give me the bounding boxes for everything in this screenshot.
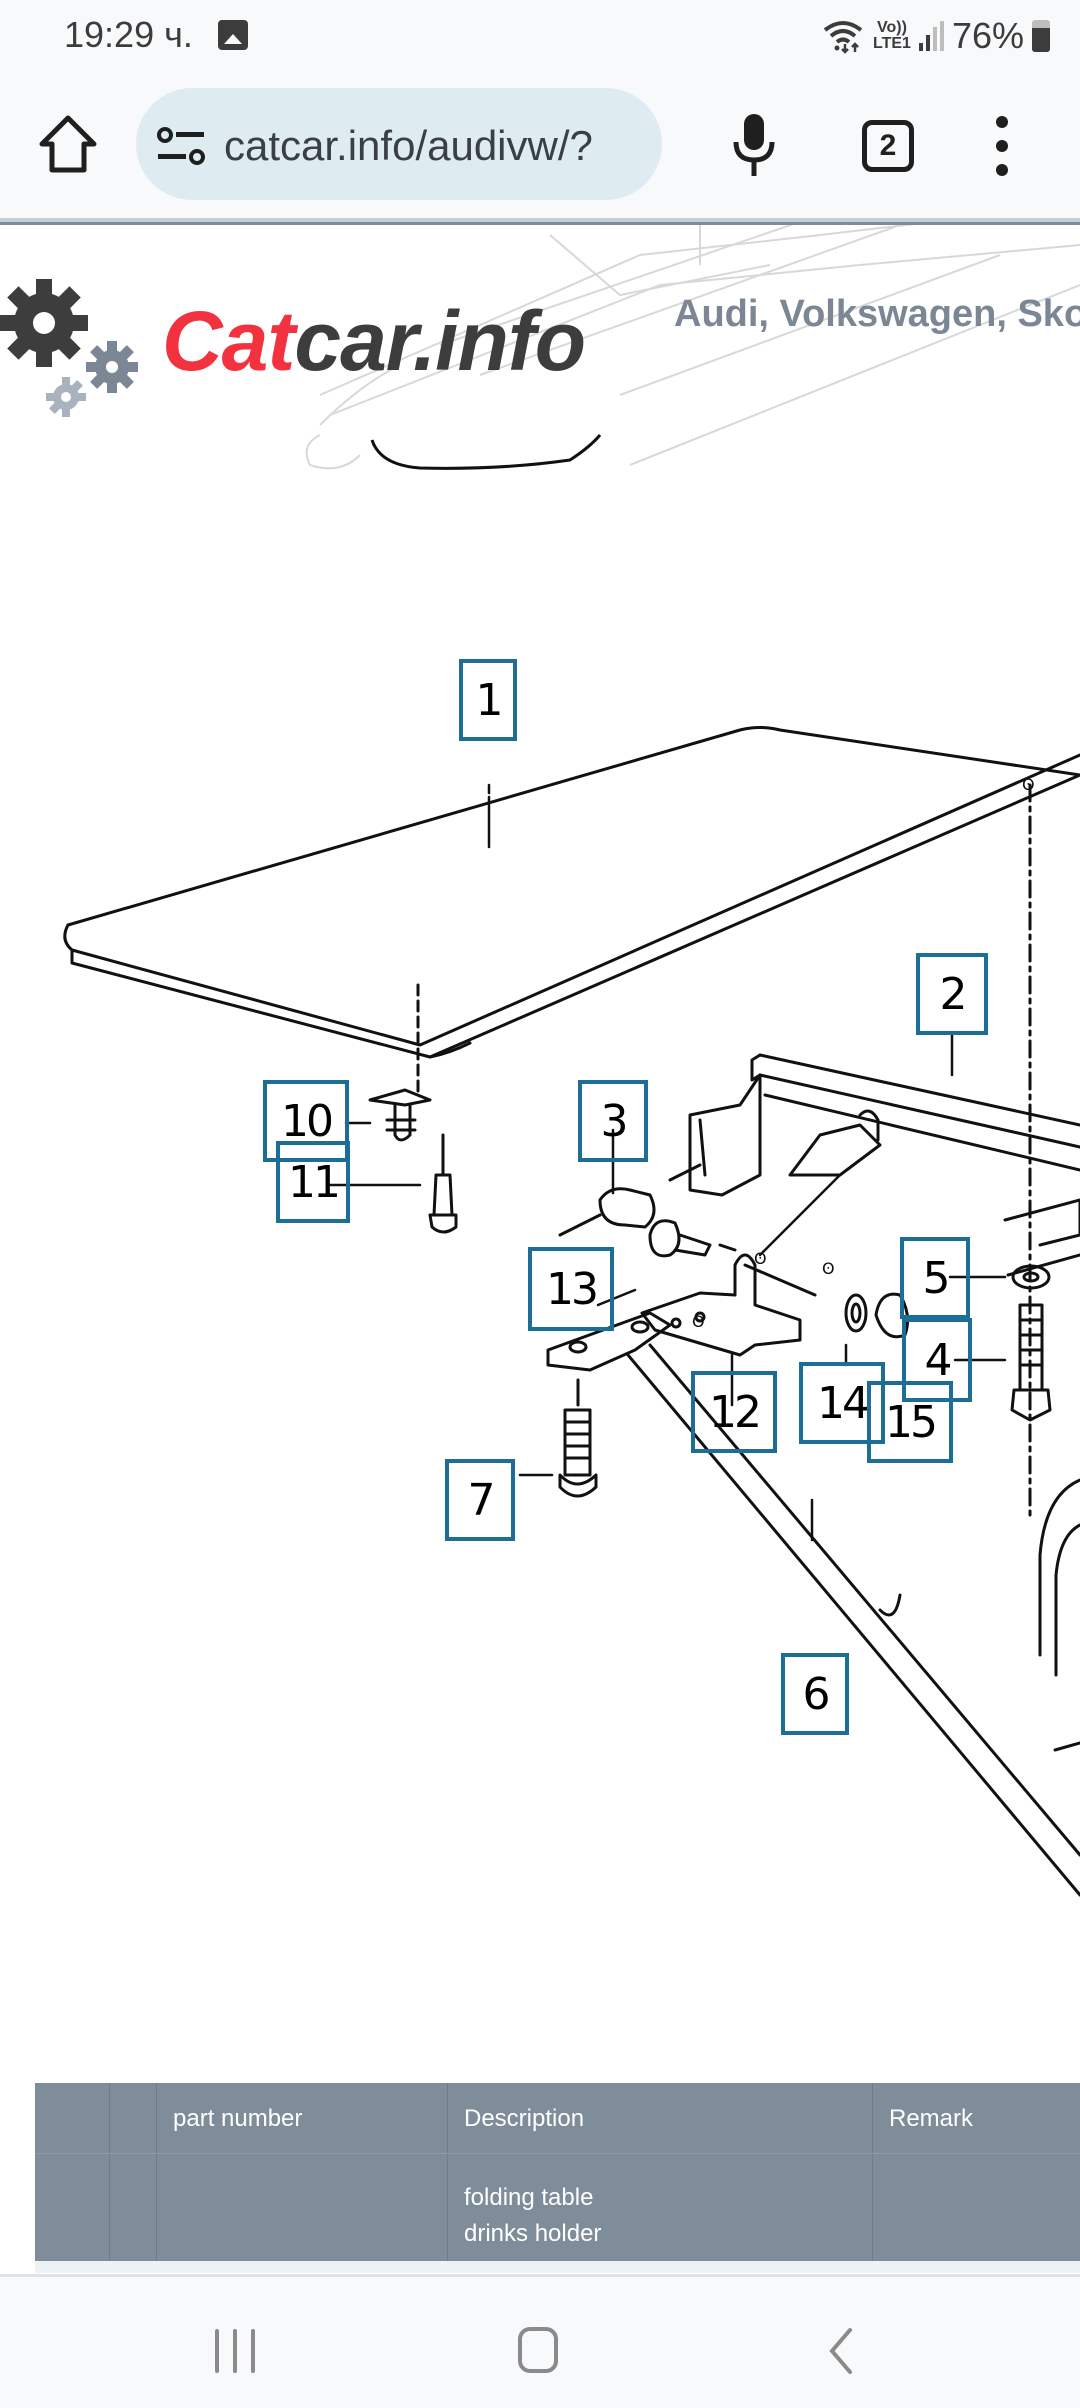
wifi-icon bbox=[821, 18, 865, 54]
back-icon[interactable] bbox=[826, 2327, 856, 2375]
status-time: 19:29 ч. bbox=[64, 14, 193, 55]
url-text[interactable]: catcar.info/audivw/? bbox=[224, 122, 593, 169]
callout-13[interactable]: 13 bbox=[528, 1247, 614, 1331]
more-vert-icon[interactable] bbox=[990, 116, 1014, 176]
mic-icon bbox=[733, 114, 775, 176]
callout-4[interactable]: 4 bbox=[902, 1318, 972, 1402]
callout-11[interactable]: 11 bbox=[276, 1141, 350, 1223]
callout-2[interactable]: 2 bbox=[916, 953, 988, 1035]
logo-text-car: car.info bbox=[294, 294, 586, 388]
table-row[interactable]: folding table drinks holder bbox=[35, 2154, 1080, 2261]
callout-7[interactable]: 7 bbox=[445, 1459, 515, 1541]
table-cell-remark bbox=[872, 2154, 1080, 2261]
svg-text:ʘ: ʘ bbox=[1022, 775, 1035, 794]
battery-icon bbox=[1032, 20, 1050, 52]
svg-text:ʘ: ʘ bbox=[822, 1259, 835, 1278]
header-tagline: Audi, Volkswagen, Skoda bbox=[674, 293, 1080, 335]
table-cell-description: folding table drinks holder bbox=[447, 2154, 872, 2261]
lte-label: LTE1 bbox=[873, 35, 911, 52]
table-cell-part-number bbox=[156, 2154, 447, 2261]
site-header: Catcar.info Audi, Volkswagen, Skoda bbox=[0, 225, 1080, 475]
volte-label: Vo)) bbox=[877, 19, 907, 36]
signal-icon bbox=[918, 21, 944, 51]
callout-12[interactable]: 12 bbox=[691, 1371, 777, 1453]
header-cell-part-number: part number bbox=[156, 2083, 447, 2153]
home-icon bbox=[39, 115, 97, 173]
callout-6[interactable]: 6 bbox=[781, 1653, 849, 1735]
callout-5[interactable]: 5 bbox=[900, 1237, 970, 1319]
callout-10[interactable]: 10 bbox=[263, 1080, 349, 1162]
logo-text-cat: Cat bbox=[162, 294, 295, 388]
callout-14[interactable]: 14 bbox=[799, 1362, 885, 1444]
svg-text:ʘ: ʘ bbox=[692, 1312, 705, 1331]
parts-diagram: ʘ ʘ ʘ ʘ 1 2 3 5 4 10 11 13 12 14 15 7 6 bbox=[0, 475, 1080, 2075]
callout-1[interactable]: 1 bbox=[459, 659, 517, 741]
home-circle-icon[interactable] bbox=[518, 2327, 558, 2373]
table-top-shape bbox=[66, 726, 1080, 927]
battery-percent: 76% bbox=[951, 15, 1024, 56]
address-bar[interactable]: catcar.info/audivw/? bbox=[136, 88, 662, 200]
system-nav-bar bbox=[0, 2274, 1080, 2408]
status-indicators: Vo)) LTE1 76% bbox=[821, 14, 1050, 58]
voice-search-button[interactable] bbox=[726, 112, 782, 178]
exploded-view-drawing: ʘ ʘ ʘ ʘ bbox=[63, 726, 1080, 1897]
logo-gears-icon bbox=[0, 279, 138, 417]
table-cell bbox=[109, 2154, 156, 2261]
header-cell bbox=[35, 2083, 109, 2153]
toolbar-divider bbox=[0, 222, 1080, 225]
browser-toolbar: catcar.info/audivw/? 2 bbox=[0, 72, 1080, 222]
header-car-sketch bbox=[305, 225, 1080, 470]
table-next-row-partial bbox=[35, 2261, 1080, 2273]
callout-3[interactable]: 3 bbox=[578, 1080, 648, 1162]
header-cell-remark: Remark bbox=[872, 2083, 1080, 2153]
callout-15[interactable]: 15 bbox=[867, 1381, 953, 1463]
svg-text:ʘ: ʘ bbox=[754, 1249, 767, 1268]
volte-icon: Vo)) LTE1 bbox=[873, 20, 911, 52]
table-header-row: part number Description Remark bbox=[35, 2083, 1080, 2154]
header-cell-description: Description bbox=[447, 2083, 872, 2153]
table-cell bbox=[35, 2154, 109, 2261]
tabs-icon[interactable]: 2 bbox=[862, 120, 914, 172]
parts-table: part number Description Remark folding t… bbox=[35, 2083, 1080, 2261]
status-bar: 19:29 ч. Vo)) LTE1 76% bbox=[0, 0, 1080, 72]
header-cell bbox=[109, 2083, 156, 2153]
home-button[interactable] bbox=[36, 112, 100, 176]
gallery-icon bbox=[218, 20, 248, 50]
site-logo[interactable]: Catcar.info bbox=[162, 293, 586, 390]
site-settings-icon[interactable] bbox=[156, 126, 206, 166]
recents-icon[interactable] bbox=[215, 2329, 255, 2373]
